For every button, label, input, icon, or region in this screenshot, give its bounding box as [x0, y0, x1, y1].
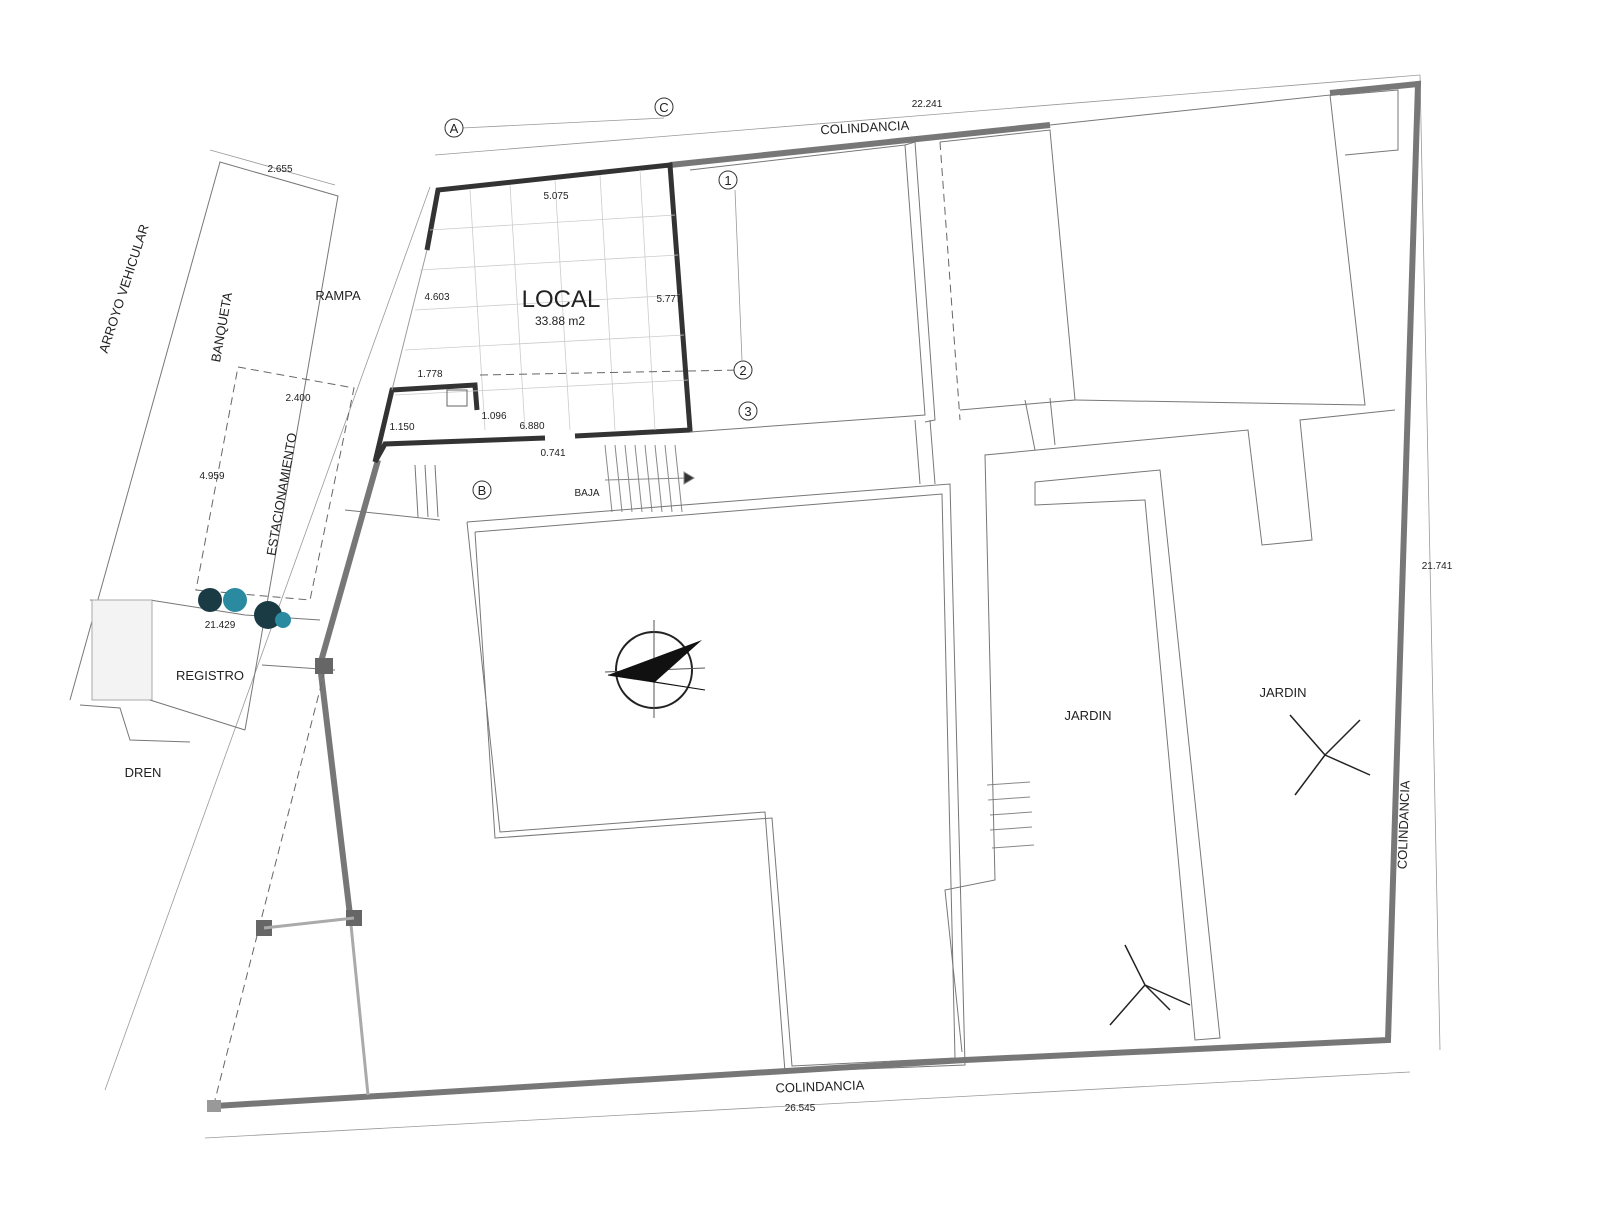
- colindancia-top-label: COLINDANCIA: [820, 118, 910, 138]
- plant-icon: [198, 588, 291, 629]
- dim-right: 21.741: [1422, 561, 1453, 572]
- boundary-walls: [207, 80, 1422, 1112]
- local-room: [372, 162, 741, 464]
- grid-c: C: [659, 100, 668, 115]
- drain-gravel: [91, 599, 153, 701]
- dim-local-left: 4.603: [424, 292, 449, 303]
- palm-tree-icon: [1109, 714, 1371, 1026]
- grid-3: 3: [744, 404, 751, 419]
- dimension-lines: [104, 74, 1441, 1139]
- dim-local-top: 5.075: [543, 191, 568, 202]
- dim-bottom: 26.545: [785, 1103, 816, 1114]
- grid-a: A: [450, 121, 459, 136]
- sidewalk: [69, 161, 339, 743]
- dim-est-width: 2.400: [285, 393, 310, 404]
- dim-banqueta: 2.655: [267, 164, 292, 175]
- jardin-label-2: JARDIN: [1260, 685, 1307, 700]
- grid-axis-markers: [444, 97, 758, 500]
- grid-1: 1: [724, 173, 731, 188]
- dim-1778: 1.778: [417, 369, 442, 380]
- arroyo-label: ARROYO VEHICULAR: [96, 222, 152, 354]
- dim-6880: 6.880: [519, 421, 544, 432]
- grid-b: B: [478, 483, 487, 498]
- dim-est-length: 4.959: [199, 471, 224, 482]
- registro-label: REGISTRO: [176, 668, 244, 683]
- grid-2: 2: [739, 363, 746, 378]
- north-arrow-icon: [604, 620, 706, 718]
- dim-0741: 0.741: [540, 448, 565, 459]
- colindancia-bottom-label: COLINDANCIA: [775, 1077, 865, 1095]
- colindancia-right-label: COLINDANCIA: [1394, 780, 1412, 870]
- stairs: [604, 444, 1035, 849]
- baja-label: BAJA: [574, 488, 599, 499]
- dim-1150: 1.150: [389, 422, 414, 433]
- local-area: 33.88 m2: [535, 314, 585, 328]
- parking-outline: [195, 366, 355, 601]
- estacionamiento-label: ESTACIONAMIENTO: [263, 432, 299, 557]
- dim-left-total: 21.429: [205, 620, 236, 631]
- jardin-label-1: JARDIN: [1065, 708, 1112, 723]
- local-label: LOCAL: [522, 286, 601, 313]
- dim-1096: 1.096: [481, 411, 506, 422]
- building-outlines: [344, 89, 1399, 1073]
- dren-label: DREN: [125, 765, 162, 780]
- banqueta-label: BANQUETA: [208, 291, 235, 363]
- dim-local-right: 5.777: [656, 294, 681, 305]
- rampa-label: RAMPA: [315, 288, 361, 303]
- dim-top: 22.241: [912, 99, 943, 110]
